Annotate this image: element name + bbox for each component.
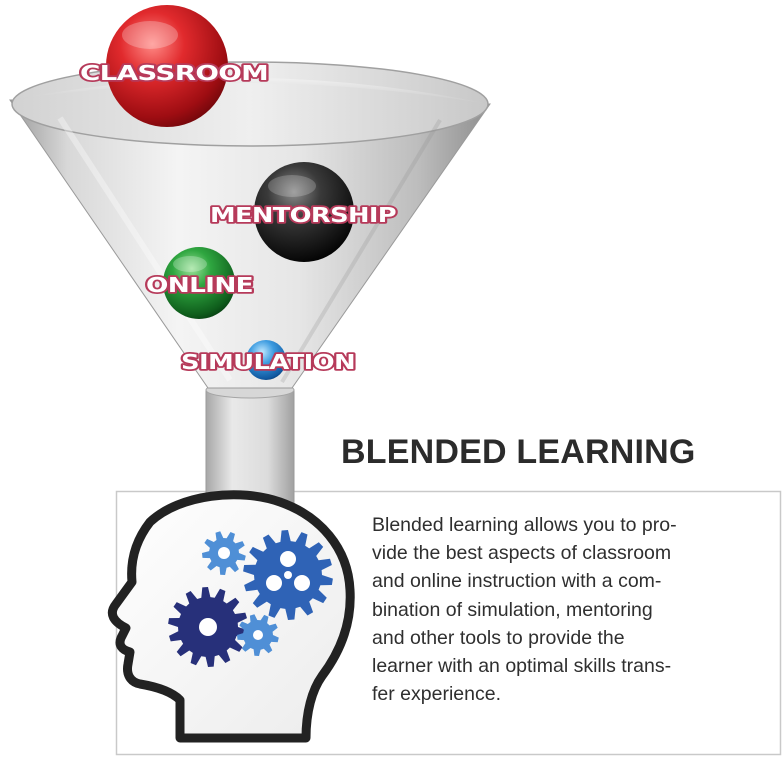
gear-hole	[280, 551, 296, 567]
description-line: and online instruction with a com-	[372, 570, 662, 593]
description-line: bination of simulation, mentoring	[372, 598, 653, 621]
description-line: fer experience.	[372, 683, 501, 706]
gear-icon	[168, 530, 333, 667]
mentorship-label: MENTORSHIP	[210, 203, 396, 227]
gear-hole	[253, 630, 263, 640]
description-text: Blended learning allows you to pro- vide…	[372, 511, 777, 708]
simulation-label: SIMULATION	[181, 350, 355, 374]
description-line: and other tools to provide the	[372, 626, 625, 649]
gear-hole	[284, 571, 292, 579]
gear-hole	[218, 547, 230, 559]
simulation-ball	[246, 340, 286, 380]
gear-hole	[266, 575, 282, 591]
description-line: vide the best aspects of classroom	[372, 542, 672, 565]
classroom-ball	[106, 5, 228, 127]
gear-hole	[294, 575, 310, 591]
online-label: ONLINE	[146, 273, 253, 297]
mentorship-ball	[254, 162, 354, 262]
gear-hole	[199, 618, 217, 636]
classroom-label: CLASSROOM	[80, 61, 268, 85]
page-title: BLENDED LEARNING	[341, 433, 696, 471]
description-line: learner with an optimal skills trans-	[372, 655, 672, 678]
online-ball	[163, 247, 235, 319]
description-line: Blended learning allows you to pro-	[372, 514, 677, 536]
